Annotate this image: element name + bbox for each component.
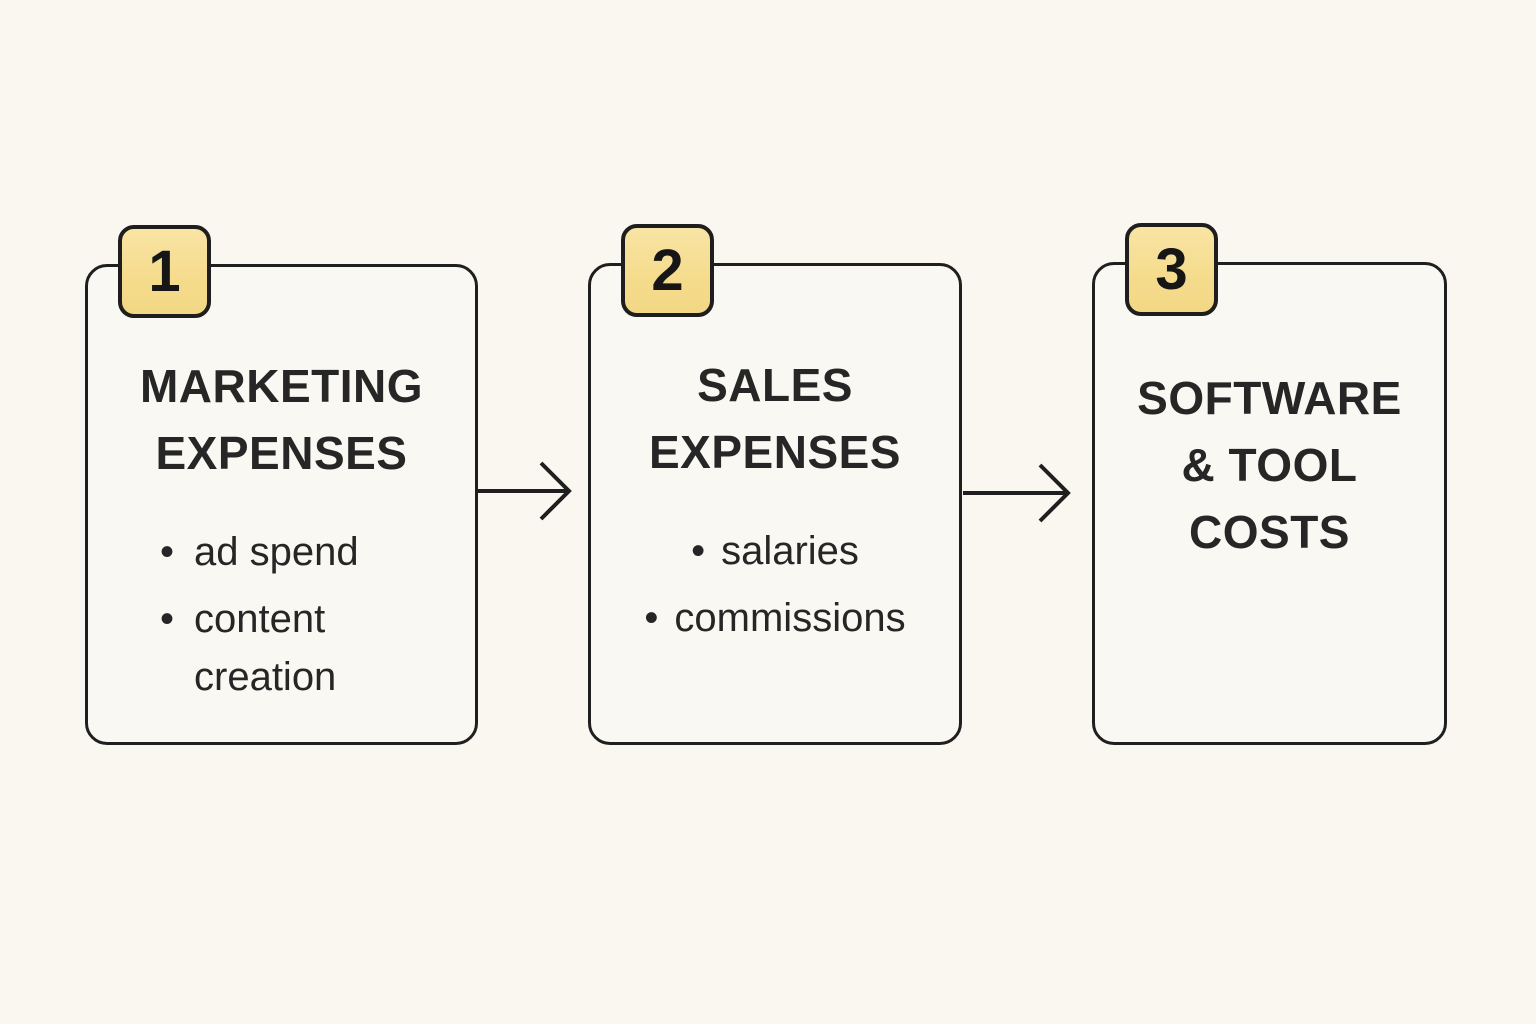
step-card-marketing-expenses: 1 MARKETING EXPENSES • ad spend • conten… xyxy=(85,225,478,745)
arrow-right-icon xyxy=(478,461,572,521)
card-title-line: & TOOL xyxy=(1181,439,1358,491)
card-title: MARKETING EXPENSES xyxy=(88,353,475,487)
step-number: 2 xyxy=(651,238,684,303)
card-title-line: SALES xyxy=(697,359,853,411)
step-number: 3 xyxy=(1155,237,1188,302)
list-item: • content creation xyxy=(160,590,440,706)
card-title-line: COSTS xyxy=(1189,506,1350,558)
bullet-icon: • xyxy=(160,530,175,574)
card-title: SOFTWARE & TOOL COSTS xyxy=(1095,365,1444,566)
step-card-software-tool-costs: 3 SOFTWARE & TOOL COSTS xyxy=(1092,223,1447,745)
step-card-sales-expenses: 2 SALES EXPENSES • salaries • commission… xyxy=(588,224,962,745)
bullet-text: ad spend xyxy=(194,530,359,574)
list-item: • commissions xyxy=(591,589,959,647)
list-item: • salaries xyxy=(591,522,959,580)
step-number-badge: 2 xyxy=(621,224,714,317)
list-item: • ad spend xyxy=(160,523,440,581)
card-title-line: EXPENSES xyxy=(649,426,901,478)
bullet-text: salaries xyxy=(721,529,859,573)
step-number: 1 xyxy=(148,239,181,304)
bullet-list: • salaries • commissions xyxy=(591,522,959,647)
bullet-list: • ad spend • content creation xyxy=(160,523,440,706)
card-title-line: MARKETING xyxy=(139,360,424,412)
card-title-line: EXPENSES xyxy=(155,427,408,479)
bullet-icon: • xyxy=(644,596,659,640)
step-number-badge: 1 xyxy=(118,225,211,318)
bullet-icon: • xyxy=(160,597,175,641)
bullet-icon: • xyxy=(691,529,706,573)
card-title-line: SOFTWARE xyxy=(1137,372,1402,424)
step-number-badge: 3 xyxy=(1125,223,1218,316)
arrow-right-icon xyxy=(963,463,1071,523)
bullet-text: content creation xyxy=(194,597,337,699)
bullet-text: commissions xyxy=(674,596,906,640)
card-title: SALES EXPENSES xyxy=(591,352,959,486)
